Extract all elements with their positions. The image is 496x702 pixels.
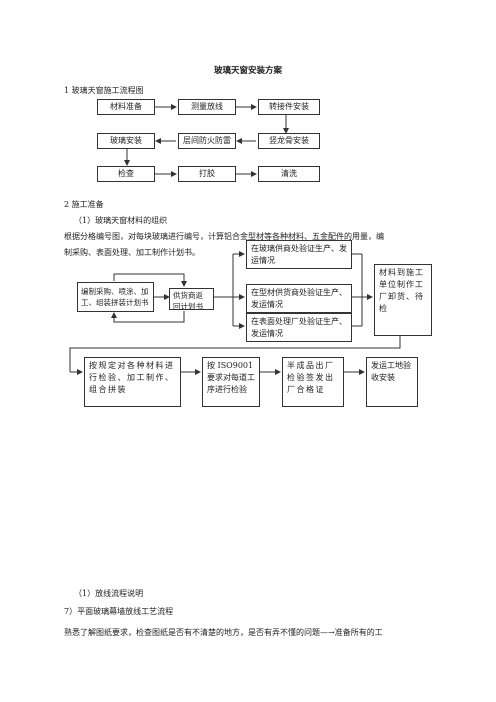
flow1-cleaning: 清洗 bbox=[258, 166, 320, 182]
flow1-survey: 测量放线 bbox=[178, 99, 236, 115]
flow2-surface-verify: 在表面处理厂处验证生产、发运情况 bbox=[246, 313, 352, 342]
flow2-process: 按规定对各种材料进行检验、加工制作、组合拼装 bbox=[84, 357, 181, 407]
section2-heading: 2 施工准备 bbox=[64, 200, 104, 209]
flow1-adapter-install: 转接件安装 bbox=[258, 99, 320, 115]
flow1-fire-lightning: 层间防火防雷 bbox=[178, 133, 236, 149]
flow1-material-prep: 材料准备 bbox=[97, 99, 155, 115]
paragraph-2: 熟悉了解图纸要求，检查图纸是否有不清楚的地方，是否有弄不懂的问题—→准备所有的工 bbox=[64, 628, 383, 637]
flow2-glass-verify: 在玻璃供商处验证生产、发运情况 bbox=[246, 240, 352, 269]
sub-heading-materials: （1）玻璃天窗材料的组织 bbox=[74, 216, 168, 225]
sub-heading-layout: （1）放线流程说明 bbox=[74, 589, 144, 598]
flow2-arrive-factory: 材料到施工单位制作工厂卸货、待检 bbox=[374, 264, 432, 336]
section1-heading: 1 玻璃天窗施工流程图 bbox=[64, 86, 144, 95]
page-title: 玻璃天窗安装方案 bbox=[213, 66, 282, 76]
flow1-inspect: 检查 bbox=[97, 166, 155, 182]
flow1-sealant: 打胶 bbox=[178, 166, 236, 182]
paragraph-line-1: 根据分格编号图，对每块玻璃进行编号，计算铝合金型材等各种材料、五金配件的用量，编 bbox=[64, 232, 384, 241]
paragraph-line-2: 制采购、表面处理、加工制作计划书。 bbox=[64, 248, 200, 257]
flow2-iso-check: 按 ISO9001 要求对每道工序进行检验 bbox=[202, 357, 260, 407]
flow1-mullion-install: 竖龙骨安装 bbox=[258, 133, 320, 149]
flow2-ship-site: 发运工地验收安装 bbox=[366, 357, 418, 407]
sub-heading-process: 7）平面玻璃幕墙放线工艺流程 bbox=[64, 607, 174, 616]
flow1-glass-install: 玻璃安装 bbox=[97, 133, 155, 149]
flow2-semi-product: 半成品出厂检验签发出厂合格证 bbox=[282, 357, 344, 407]
flow2-supplier-return: 供货商返回计划书 bbox=[169, 288, 214, 311]
flow2-plan: 编制采购、喷涂、加工、组装拼装计划书 bbox=[77, 282, 154, 312]
flow2-profile-verify: 在型材供货商处验证生产、发运情况 bbox=[246, 284, 352, 313]
